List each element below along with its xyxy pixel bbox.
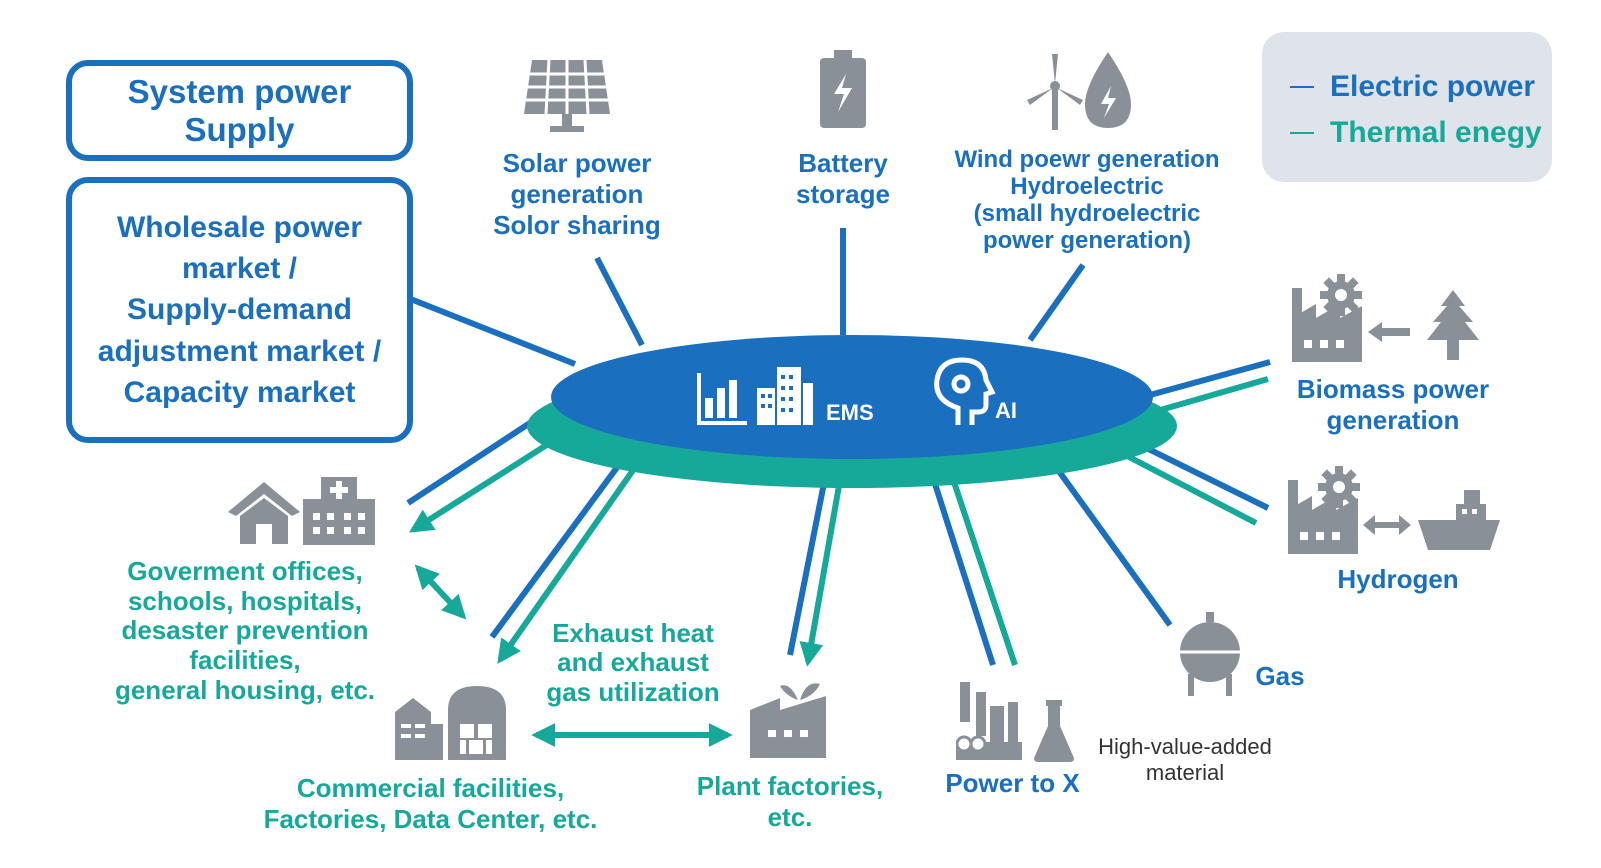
arrow-left-icon bbox=[1368, 322, 1410, 342]
high-value-line-2: material bbox=[1145, 760, 1225, 786]
ai-head-icon bbox=[934, 357, 996, 425]
thermal-biomass bbox=[1149, 376, 1269, 416]
markets-line-3: Supply-demand bbox=[126, 293, 352, 327]
power-to-x-label: Power to X bbox=[945, 768, 1080, 798]
battery-label: Battery storage bbox=[773, 148, 913, 210]
arrow-gov-commercial bbox=[414, 564, 467, 620]
hub-ems-label: EMS bbox=[826, 400, 874, 425]
commercial-label: Commercial facilities, Factories, Data C… bbox=[248, 773, 613, 834]
legend-electric-swatch bbox=[1290, 86, 1314, 88]
markets-box: Wholesale power market / Supply-demand a… bbox=[66, 177, 413, 443]
government-line-5: general housing, etc. bbox=[114, 674, 376, 705]
battery-line-1: Battery bbox=[798, 148, 888, 178]
commercial-line-1: Commercial facilities, bbox=[296, 773, 565, 803]
line-solar bbox=[594, 256, 645, 347]
wind-line-1: Wind poewr generation bbox=[954, 146, 1220, 173]
house-icon bbox=[228, 482, 300, 544]
solar-line-1: Solar power bbox=[502, 148, 652, 178]
thermal-ptx bbox=[947, 469, 1018, 666]
markets-line-4: adjustment market / bbox=[97, 334, 382, 368]
wind-turbine-icon bbox=[1027, 54, 1083, 130]
thermal-plant bbox=[799, 479, 843, 667]
hospital-icon bbox=[303, 477, 375, 545]
flask-icon bbox=[1034, 700, 1074, 762]
line-plant bbox=[787, 477, 828, 656]
solar-panel-icon bbox=[524, 59, 610, 132]
solar-line-2: generation bbox=[510, 179, 644, 210]
bar-chart-icon bbox=[697, 373, 747, 425]
gas-tank-icon bbox=[1180, 612, 1240, 696]
solar-line-3: Solor sharing bbox=[493, 210, 661, 241]
legend: Electric power Thermal enegy bbox=[1262, 32, 1552, 182]
line-wind bbox=[1027, 263, 1086, 342]
line-commercial bbox=[489, 441, 638, 639]
plant-factories-label: Plant factories, etc. bbox=[690, 771, 890, 832]
gas-label: Gas bbox=[1255, 661, 1305, 691]
gear-icon bbox=[1320, 274, 1362, 316]
warehouse-icon bbox=[448, 686, 506, 760]
gear-icon-hydrogen bbox=[1318, 466, 1360, 508]
markets-line-5: Capacity market bbox=[123, 376, 356, 410]
water-drop-icon bbox=[1085, 52, 1131, 128]
line-biomass bbox=[1149, 359, 1271, 398]
building-icon bbox=[395, 698, 443, 760]
legend-thermal-swatch bbox=[1290, 132, 1314, 134]
exhaust-line-1: Exhaust heat bbox=[552, 618, 714, 648]
line-ptx bbox=[925, 461, 996, 666]
battery-icon bbox=[820, 50, 866, 128]
factory-icon bbox=[1292, 288, 1362, 362]
system-power-label: System power Supply bbox=[127, 72, 352, 148]
chemical-plant-icon bbox=[956, 682, 1022, 760]
legend-thermal-label: Thermal enegy bbox=[1330, 116, 1542, 149]
line-gas bbox=[1037, 443, 1173, 627]
high-value-line-1: High-value-added bbox=[1098, 734, 1272, 759]
wind-line-2: Hydroelectric bbox=[1010, 173, 1164, 201]
ship-icon bbox=[1418, 490, 1500, 550]
biomass-line-2: generation bbox=[1326, 404, 1460, 435]
thermal-commercial bbox=[497, 444, 653, 664]
hydrogen-label: Hydrogen bbox=[1337, 564, 1459, 594]
government-label: Goverment offices, schools, hospitals, d… bbox=[100, 556, 390, 705]
markets-line-2: market / bbox=[181, 251, 298, 285]
line-markets bbox=[406, 295, 577, 367]
plant-factory-icon bbox=[750, 683, 826, 758]
markets-line-1: Wholesale power bbox=[116, 210, 363, 244]
thermal-hydrogen bbox=[1106, 443, 1258, 526]
plant-line-1: Plant factories, bbox=[696, 771, 884, 801]
biomass-line-1: Biomass power bbox=[1296, 374, 1490, 404]
government-line-1: Goverment offices, bbox=[127, 556, 363, 586]
tree-icon bbox=[1427, 290, 1479, 360]
exhaust-line-2: and exhaust bbox=[557, 647, 709, 678]
wind-line-3: (small hydroelectric bbox=[973, 200, 1201, 228]
high-value-label: High-value-added material bbox=[1080, 734, 1290, 787]
hub-ai-label: AI bbox=[995, 398, 1017, 423]
factory-icon-hydrogen bbox=[1288, 480, 1358, 554]
legend-electric-label: Electric power bbox=[1330, 70, 1536, 103]
government-line-3: desaster prevention bbox=[121, 615, 369, 646]
wind-line-4: power generation) bbox=[982, 227, 1192, 255]
biomass-label: Biomass power generation bbox=[1283, 374, 1503, 435]
city-icon bbox=[757, 367, 813, 425]
exhaust-line-3: gas utilization bbox=[546, 676, 720, 707]
hub-top-ems bbox=[551, 335, 1153, 459]
exhaust-label: Exhaust heat and exhaust gas utilization bbox=[538, 618, 728, 707]
system-power-box: System power Supply bbox=[66, 60, 413, 161]
wind-hydro-label: Wind poewr generation Hydroelectric (sma… bbox=[937, 146, 1237, 254]
solar-label: Solar power generation Solor sharing bbox=[470, 148, 684, 242]
government-line-4: facilities, bbox=[189, 644, 301, 675]
battery-line-2: storage bbox=[796, 179, 890, 210]
government-line-2: schools, hospitals, bbox=[127, 585, 363, 616]
legend-electric: Electric power bbox=[1290, 64, 1552, 110]
commercial-line-2: Factories, Data Center, etc. bbox=[263, 803, 598, 834]
plant-line-2: etc. bbox=[767, 801, 813, 832]
double-arrow-icon bbox=[1363, 515, 1411, 535]
legend-thermal: Thermal enegy bbox=[1290, 110, 1552, 156]
